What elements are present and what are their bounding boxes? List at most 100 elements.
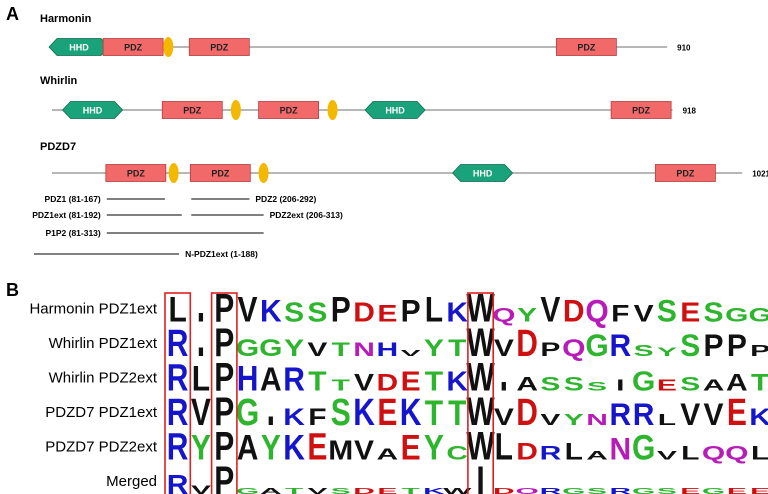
- logo-letter: N: [353, 339, 375, 361]
- logo-letter: P: [214, 390, 234, 434]
- logo-letter: V: [540, 411, 560, 429]
- logo-letter: L: [751, 442, 768, 464]
- logo-row-5: MergedRVPGATVSDETKWIDQRGSRGSEGEE: [106, 459, 768, 494]
- logo-letter: M: [328, 436, 353, 467]
- protein-name: Whirlin: [40, 75, 78, 87]
- logo-letter: S: [657, 487, 677, 494]
- construct-2: PDZ1ext (81-192): [32, 210, 182, 220]
- protein-length-label: 910: [677, 44, 691, 53]
- domain-label: HHD: [69, 43, 89, 53]
- logo-letter: G: [562, 487, 585, 494]
- pdz-domain: PDZ: [610, 101, 672, 119]
- logo-letter: W: [466, 321, 495, 365]
- logo-letter: V: [634, 300, 654, 326]
- pdz-domain: PDZ: [105, 164, 167, 182]
- logo-letter: K: [353, 392, 375, 434]
- logo-letter: R: [610, 396, 632, 432]
- logo-letter: I: [476, 459, 484, 494]
- construct-list: PDZ1 (81-167)PDZ2 (206-292)PDZ1ext (81-1…: [32, 194, 343, 259]
- domain-label: PDZ: [577, 43, 596, 53]
- logo-row-label: Whirlin PDZ2ext: [49, 370, 158, 387]
- extension-marker: [258, 163, 269, 183]
- logo-letter: D: [493, 487, 515, 494]
- logo-letter: E: [727, 392, 747, 434]
- logo-letter: S: [587, 487, 607, 494]
- logo-letter: R: [633, 396, 655, 432]
- logo-letter: V: [307, 487, 328, 494]
- logo-letter: V: [191, 483, 212, 494]
- logo-letter: G: [236, 487, 259, 494]
- domain-label: HHD: [385, 106, 405, 116]
- logo-letter: E: [680, 487, 700, 494]
- logo-letter: V: [354, 436, 375, 467]
- domain-label: HHD: [473, 169, 493, 179]
- logo-letter: S: [657, 293, 677, 329]
- logo-letter: D: [377, 369, 399, 395]
- logo-letter: R: [540, 442, 562, 464]
- logo-letter: E: [657, 377, 677, 395]
- logo-letter: D: [516, 323, 538, 365]
- logo-letter: K: [260, 293, 282, 329]
- domain-label: PDZ: [183, 106, 202, 116]
- construct-label: PDZ1ext (81-192): [32, 210, 101, 220]
- logo-letter: S: [540, 373, 560, 395]
- hhd-domain: HHD: [364, 101, 426, 119]
- logo-letter: R: [167, 470, 189, 494]
- logo-letter: S: [680, 327, 700, 363]
- extension-marker: [327, 100, 338, 120]
- logo-letter: V: [680, 396, 700, 432]
- pdz-domain-box: [105, 164, 167, 182]
- logo-letter: P: [214, 321, 234, 365]
- logo-letter: R: [610, 487, 632, 494]
- logo-row-label: Merged: [106, 473, 157, 490]
- construct-1: PDZ2 (206-292): [191, 194, 317, 204]
- logo-letter: V: [704, 396, 724, 432]
- logo-letter: E: [401, 427, 421, 467]
- hhd-domain: HHD: [48, 38, 110, 56]
- logo-letter: Y: [191, 427, 211, 467]
- logo-letter: A: [377, 446, 399, 464]
- logo-letter: L: [425, 289, 443, 329]
- pdz-domain: PDZ: [188, 38, 250, 56]
- logo-letter: V: [238, 289, 258, 329]
- logo-letter: I: [267, 414, 275, 428]
- extension-marker: [168, 163, 179, 183]
- logo-letter: L: [565, 438, 583, 464]
- logo-letter: W: [466, 390, 495, 434]
- logo-letter: T: [285, 487, 304, 494]
- logo-letter: R: [167, 323, 189, 365]
- logo-letter: S: [704, 298, 724, 329]
- logo-letter: E: [401, 367, 421, 398]
- logo-letter: D: [516, 438, 538, 464]
- logo-letter: T: [332, 377, 351, 395]
- logo-letter: I: [616, 377, 624, 395]
- logo-letter: G: [259, 335, 282, 361]
- logo-letter: A: [237, 427, 259, 467]
- pdz-domain-box: [188, 38, 250, 56]
- pdz-domain-box: [610, 101, 672, 119]
- logo-letter: A: [586, 449, 608, 463]
- logo-letter: G: [585, 327, 608, 363]
- logo-letter: R: [167, 357, 189, 399]
- logo-letter: D: [563, 293, 585, 329]
- logo-letter: R: [540, 487, 562, 494]
- logo-letter: P: [214, 356, 234, 400]
- protein-name: PDZD7: [40, 141, 76, 153]
- logo-letter: G: [632, 367, 655, 398]
- logo-letter: Q: [515, 487, 538, 494]
- domain-label: PDZ: [124, 43, 143, 53]
- logo-letter: G: [632, 487, 655, 494]
- pdz-domain-box: [655, 164, 716, 182]
- logo-letter: E: [377, 487, 397, 494]
- logo-letter: V: [401, 349, 422, 358]
- logo-letter: P: [214, 459, 234, 494]
- logo-letter: E: [307, 426, 327, 468]
- logo-row-label: PDZD7 PDZ2ext: [45, 439, 158, 456]
- panel-a-label: A: [6, 4, 19, 24]
- logo-letter: P: [704, 327, 724, 363]
- logo-letter: W: [466, 287, 495, 331]
